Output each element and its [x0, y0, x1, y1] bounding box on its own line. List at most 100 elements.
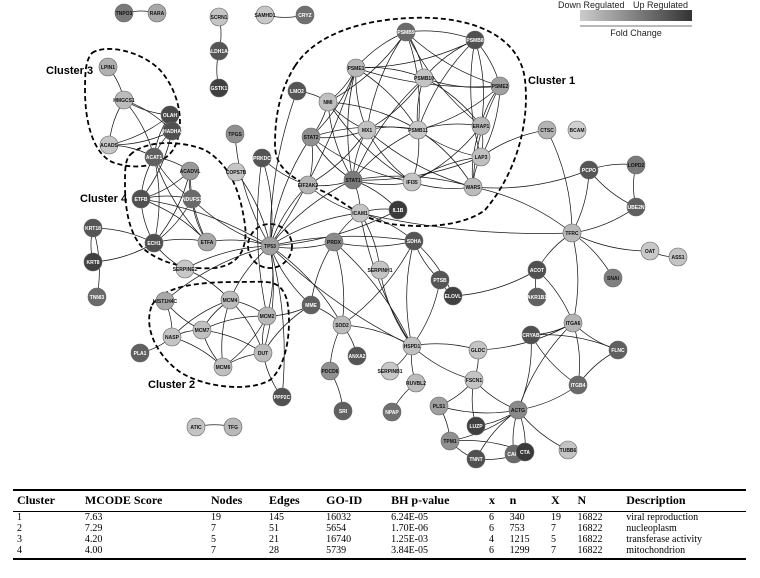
table-cell: mitochondrion — [622, 545, 746, 560]
protein-node: UBE2N — [626, 197, 646, 217]
node-circle — [490, 76, 510, 96]
edge — [352, 77, 425, 181]
node-circle — [465, 30, 485, 50]
node-circle — [255, 5, 275, 25]
node-label: TFRC — [565, 231, 579, 237]
edge — [405, 31, 482, 127]
node-circle — [357, 120, 377, 140]
edge — [269, 136, 312, 247]
edge — [355, 67, 368, 131]
protein-node: FSCN1 — [464, 370, 484, 390]
node-circle — [226, 162, 246, 182]
table-cell: 1299 — [505, 545, 547, 560]
table-cell: 1215 — [509, 534, 530, 545]
cluster-3-outline — [84, 48, 181, 168]
col-header: x — [485, 489, 506, 512]
protein-node: NMI — [318, 92, 338, 112]
protein-node: ANXA2 — [347, 346, 367, 366]
protein-node: AKR1B1 — [527, 287, 547, 307]
node-circle — [131, 189, 151, 209]
node-label: IL1B — [393, 208, 404, 214]
node-circle — [508, 400, 528, 420]
protein-node: TNPO3 — [114, 3, 134, 23]
node-circle — [370, 260, 390, 280]
node-label: SRI — [339, 409, 348, 415]
node-circle — [527, 287, 547, 307]
protein-node: SERPINH1 — [367, 260, 393, 280]
mcode-results-table: Cluster MCODE Score Nodes Edges GO-ID BH… — [13, 489, 746, 560]
table-cell: 16822 — [577, 534, 603, 545]
node-circle — [402, 172, 422, 192]
protein-node: OAT — [640, 241, 660, 261]
protein-node: PSMB9 — [396, 22, 416, 42]
node-label: PRKDC — [253, 156, 271, 162]
edge — [359, 212, 413, 347]
node-label: NDUFS3 — [182, 197, 202, 203]
edge — [234, 133, 271, 247]
edge — [452, 269, 538, 297]
edge — [327, 101, 419, 131]
node-circle — [404, 231, 424, 251]
node-circle — [320, 361, 340, 381]
table-cell: 340 — [509, 512, 525, 523]
node-circle — [440, 431, 460, 451]
node-circle — [260, 236, 280, 256]
table-cell: 7.29 — [84, 523, 103, 534]
table-cell: 16822 — [577, 512, 603, 523]
edge — [411, 345, 475, 381]
node-label: HADHA — [163, 129, 181, 135]
node-circle — [87, 287, 107, 307]
node-label: SNAI — [607, 276, 620, 282]
node-circle — [471, 116, 491, 136]
node-label: ALDH1A3 — [207, 49, 230, 55]
table-cell: 5 — [550, 534, 556, 545]
table-cell: 7.63 — [84, 512, 103, 523]
edge — [517, 334, 532, 411]
cluster-3-label: Cluster 3 — [46, 65, 93, 77]
node-circle — [223, 417, 243, 437]
node-circle — [295, 5, 315, 25]
node-circle — [380, 361, 400, 381]
protein-node: SCRN1 — [209, 7, 229, 27]
edge — [341, 240, 415, 326]
col-header: BH p-value — [387, 489, 485, 512]
edge — [108, 114, 171, 146]
protein-node: HSPD1 — [402, 336, 422, 356]
edge — [413, 240, 454, 297]
cluster-labels: Cluster 1 Cluster 2 Cluster 3 Cluster 4 — [46, 65, 575, 391]
node-label: FLNC — [611, 348, 625, 354]
node-circle — [83, 218, 103, 238]
edge — [571, 232, 579, 324]
edge — [474, 39, 484, 127]
node-circle — [640, 241, 660, 261]
node-circle — [298, 175, 318, 195]
node-label: SAMHD1 — [254, 13, 275, 19]
protein-node: ITGB4 — [568, 375, 588, 395]
edge — [310, 136, 413, 183]
cluster-2-outline — [148, 280, 290, 388]
edge — [164, 245, 271, 302]
protein-node: CRYZ — [295, 5, 315, 25]
edge — [572, 322, 580, 386]
node-circle — [668, 247, 688, 267]
node-circle — [471, 147, 491, 167]
edge — [347, 67, 357, 181]
protein-node: PCPO — [579, 160, 599, 180]
edge — [229, 299, 264, 354]
table-cell: 6.24E-05 — [391, 512, 429, 523]
node-label: DUT — [258, 351, 268, 357]
node-label: ACAT1 — [146, 155, 163, 161]
table-cell: 7 — [550, 523, 556, 534]
node-label: RARA — [150, 11, 165, 17]
node-label: PSMB9 — [397, 30, 414, 36]
node-circle — [301, 127, 321, 147]
table-cell: 6 — [489, 512, 494, 523]
node-circle — [332, 315, 352, 335]
node-circle — [515, 442, 535, 462]
node-circle — [406, 373, 426, 393]
table-cell: 145 — [269, 512, 285, 523]
node-circle — [162, 327, 182, 347]
protein-node: CTA — [515, 442, 535, 462]
edge — [423, 39, 476, 79]
node-label: CRYZ — [298, 13, 311, 19]
